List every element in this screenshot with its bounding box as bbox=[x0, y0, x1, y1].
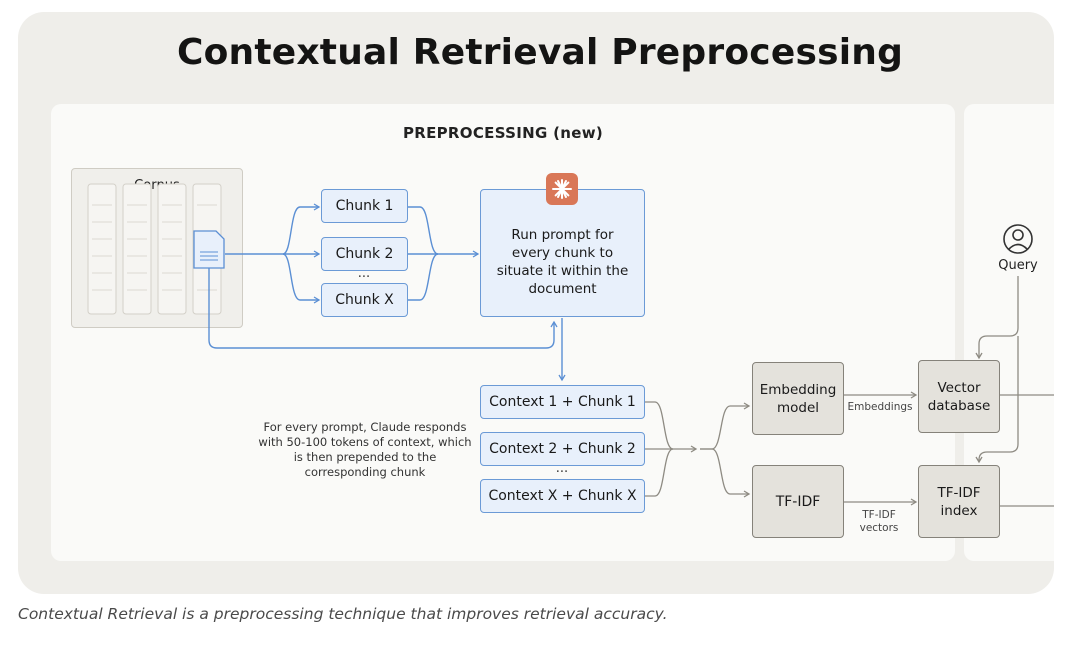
vector-database-box: Vector database bbox=[918, 360, 1000, 433]
tfidf-vectors-edge-label: TF-IDF vectors bbox=[859, 509, 899, 534]
context-chunk-2-box: Context 2 + Chunk 2 bbox=[480, 432, 645, 466]
context-note: For every prompt, Claude responds with 5… bbox=[258, 420, 472, 479]
prompt-box: Run prompt for every chunk to situate it… bbox=[480, 189, 645, 317]
chunk-1-box: Chunk 1 bbox=[321, 189, 408, 223]
diagram-title: Contextual Retrieval Preprocessing bbox=[176, 32, 904, 73]
tfidf-box: TF-IDF bbox=[752, 465, 844, 538]
user-icon bbox=[1003, 224, 1033, 254]
claude-logo-icon bbox=[546, 173, 578, 205]
figure-caption: Contextual Retrieval is a preprocessing … bbox=[18, 605, 668, 623]
section-label: PREPROCESSING (new) bbox=[402, 124, 604, 142]
context-chunk-x-box: Context X + Chunk X bbox=[480, 479, 645, 513]
context-ellipsis: ... bbox=[555, 461, 569, 476]
document-icon bbox=[193, 230, 225, 269]
chunk-ellipsis: ... bbox=[357, 266, 371, 281]
chunk-2-box: Chunk 2 bbox=[321, 237, 408, 271]
context-chunk-1-box: Context 1 + Chunk 1 bbox=[480, 385, 645, 419]
query-label: Query bbox=[998, 258, 1038, 273]
embedding-model-box: Embedding model bbox=[752, 362, 844, 435]
chunk-x-box: Chunk X bbox=[321, 283, 408, 317]
tfidf-index-box: TF-IDF index bbox=[918, 465, 1000, 538]
embeddings-edge-label: Embeddings bbox=[847, 401, 913, 413]
